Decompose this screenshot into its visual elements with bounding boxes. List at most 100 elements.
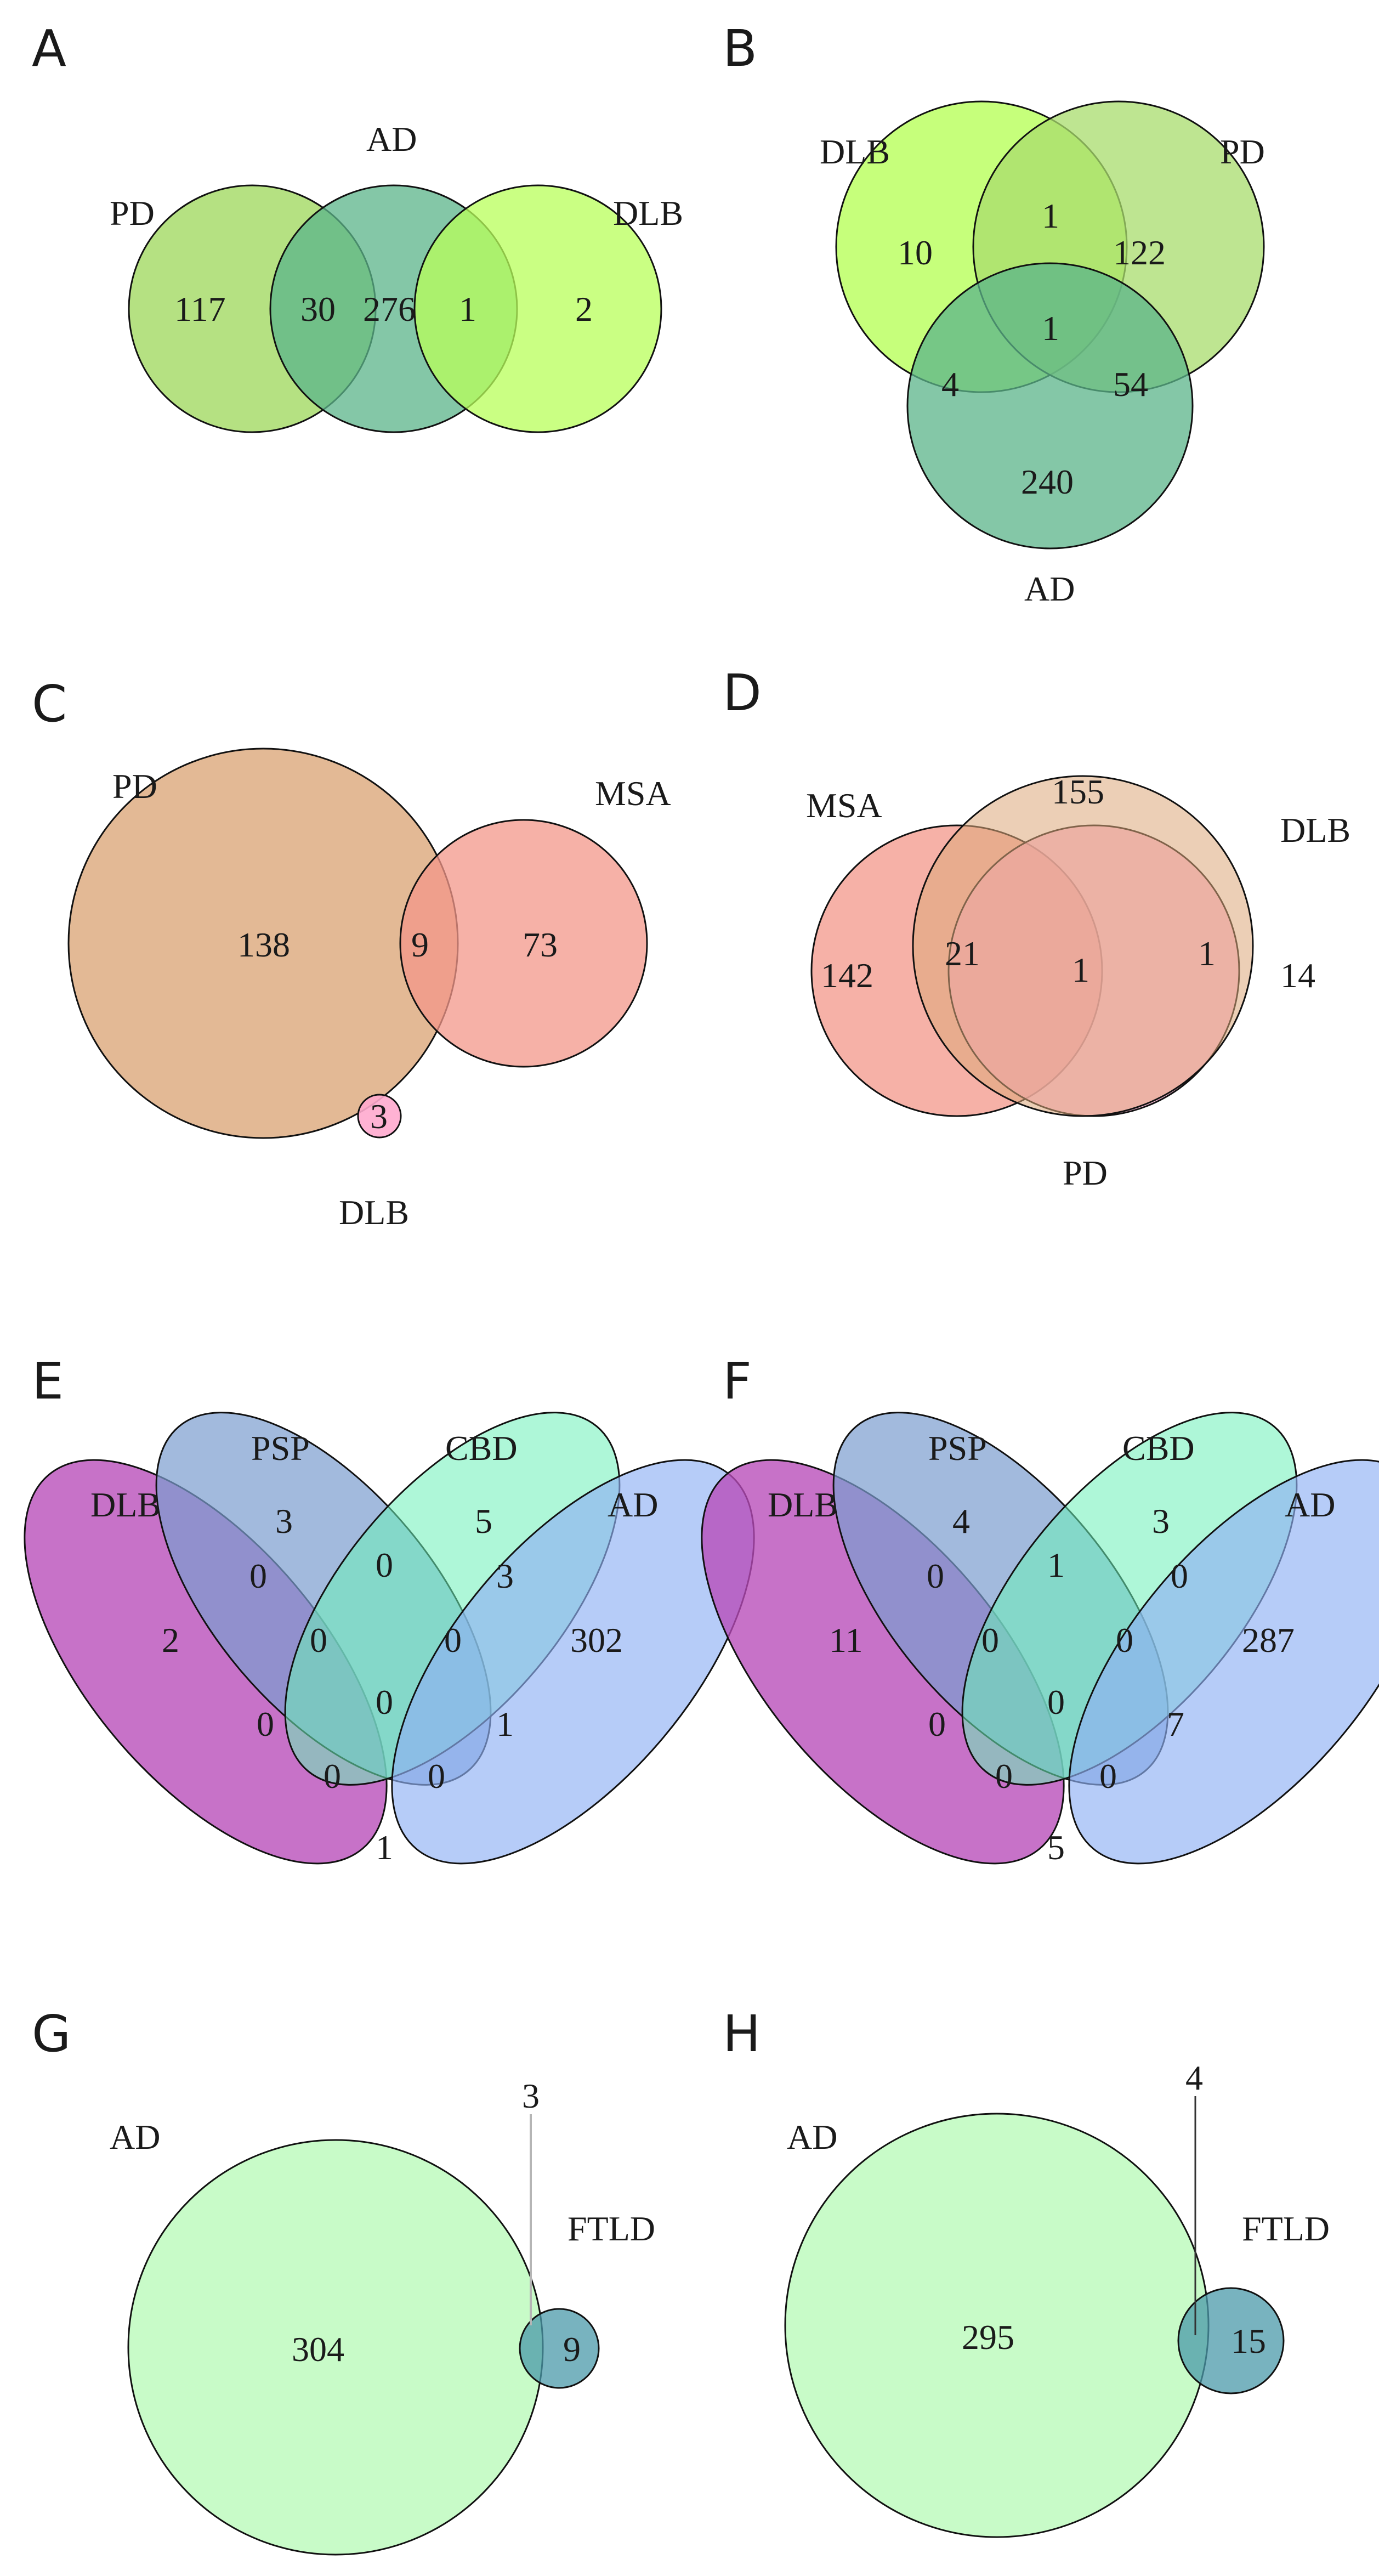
panel-b-label-ad: AD bbox=[1024, 569, 1075, 608]
panel-c-count-pd-only: 138 bbox=[237, 925, 290, 964]
panel-f-count-psp-only: 4 bbox=[952, 1502, 970, 1541]
panel-c-count-msa-only: 73 bbox=[523, 925, 558, 964]
panel-e-label-ad: AD bbox=[608, 1485, 658, 1524]
panel-f-count-all: 0 bbox=[1047, 1683, 1065, 1722]
panel-g-count-overlap: 3 bbox=[522, 2076, 540, 2115]
panel-a-label-ad: AD bbox=[366, 120, 417, 158]
panel-d-count-pd-only: 155 bbox=[1052, 772, 1104, 811]
panel-f-count-psp-cbd-ad: 0 bbox=[1116, 1621, 1133, 1660]
panel-h-count-overlap: 4 bbox=[1185, 2058, 1203, 2097]
panel-f-label-psp: PSP bbox=[928, 1429, 987, 1468]
panel-e-count-psp-cbd-ad: 0 bbox=[444, 1621, 462, 1660]
panel-c-label-pd: PD bbox=[112, 767, 157, 806]
panel-d-letter: D bbox=[723, 664, 762, 722]
panel-d-count-msa-only: 142 bbox=[821, 956, 873, 995]
panel-b-label-dlb: DLB bbox=[820, 132, 890, 171]
panel-f-count-dlb-psp-cbd: 0 bbox=[981, 1621, 999, 1660]
panel-d-count-dlb-only: 14 bbox=[1280, 956, 1315, 995]
panel-g-letter: G bbox=[32, 2005, 71, 2063]
panel-f-label-ad: AD bbox=[1285, 1485, 1335, 1524]
panel-d-count-pd-dlb: 1 bbox=[1198, 934, 1216, 973]
panel-d-label-msa: MSA bbox=[806, 786, 882, 825]
panel-g-count-ad-only: 304 bbox=[292, 2330, 344, 2369]
panel-a-count-pd-only: 117 bbox=[174, 290, 226, 329]
panel-a-label-pd: PD bbox=[110, 194, 155, 233]
panel-e-count-dlb-cbd-ad: 0 bbox=[324, 1757, 341, 1796]
panel-g: G AD FTLD 304 3 9 bbox=[32, 2005, 655, 2556]
panel-a-count-ad-dlb: 1 bbox=[459, 290, 476, 329]
panel-h: H AD FTLD 295 4 15 bbox=[723, 2005, 1330, 2538]
panel-f-count-cbd-only: 3 bbox=[1152, 1502, 1170, 1541]
panel-f-label-dlb: DLB bbox=[768, 1485, 838, 1524]
panel-e-letter: E bbox=[32, 1352, 64, 1411]
panel-b-label-pd: PD bbox=[1220, 132, 1265, 171]
panel-c-label-msa: MSA bbox=[595, 774, 671, 813]
panel-f-count-dlb-cbd: 0 bbox=[928, 1705, 946, 1743]
panel-d: D MSA DLB PD 155 142 21 1 1 14 bbox=[723, 664, 1350, 1192]
panel-e-count-cbd-only: 5 bbox=[475, 1502, 492, 1541]
panel-b-count-ad-only: 240 bbox=[1021, 462, 1074, 501]
panel-f: F DLB PSP CBD AD 4 3 11 287 0 1 0 0 0 0 … bbox=[701, 1352, 1379, 1867]
panel-d-label-pd: PD bbox=[1063, 1153, 1108, 1192]
panel-e-label-psp: PSP bbox=[251, 1429, 310, 1468]
panel-e-count-psp-only: 3 bbox=[275, 1502, 293, 1541]
panel-h-count-ftld-only: 15 bbox=[1231, 2322, 1266, 2360]
panel-b-count-pd-ad: 54 bbox=[1113, 365, 1148, 404]
panel-f-count-dlb-ad: 5 bbox=[1047, 1828, 1065, 1867]
panel-e-count-dlb-cbd: 0 bbox=[257, 1705, 274, 1743]
panel-g-circle-ftld bbox=[519, 2308, 600, 2389]
panel-g-count-ftld-only: 9 bbox=[563, 2330, 581, 2369]
panel-f-ellipse-ad bbox=[1068, 1459, 1379, 1865]
panel-h-letter: H bbox=[723, 2005, 761, 2063]
panel-e-count-dlb-psp-ad: 0 bbox=[428, 1757, 445, 1796]
panel-e-label-dlb: DLB bbox=[90, 1485, 161, 1524]
panel-a-count-ad-only: 276 bbox=[363, 290, 416, 329]
panel-f-count-cbd-ad: 0 bbox=[1171, 1556, 1188, 1595]
panel-d-count-all: 1 bbox=[1072, 950, 1089, 989]
panel-f-count-dlb-only: 11 bbox=[829, 1621, 863, 1660]
panel-b-count-dlb-only: 10 bbox=[898, 233, 933, 272]
panel-b-count-dlb-pd: 1 bbox=[1042, 196, 1059, 235]
panel-e-count-dlb-psp: 0 bbox=[249, 1556, 267, 1595]
panel-f-count-dlb-psp-ad: 0 bbox=[1099, 1757, 1117, 1796]
panel-e-count-psp-ad: 1 bbox=[496, 1705, 514, 1743]
panel-h-circle-ftld bbox=[1177, 2287, 1285, 2394]
panel-c-circle-dlb bbox=[357, 1094, 402, 1139]
panel-d-label-dlb: DLB bbox=[1280, 811, 1350, 850]
panel-e-count-psp-cbd: 0 bbox=[376, 1545, 393, 1584]
panel-f-count-dlb-cbd-ad: 0 bbox=[995, 1757, 1013, 1796]
panel-f-letter: F bbox=[723, 1352, 752, 1411]
panel-c-count-pd-msa: 9 bbox=[411, 925, 429, 964]
panel-f-count-psp-ad: 7 bbox=[1167, 1705, 1184, 1743]
panel-d-count-msa-pd: 21 bbox=[945, 934, 980, 973]
panel-c-count-dlb-only: 3 bbox=[370, 1097, 388, 1136]
panel-h-label-ad: AD bbox=[787, 2118, 837, 2156]
panel-e: E DLB PSP CBD AD 3 5 2 302 0 0 3 0 0 0 0… bbox=[24, 1352, 755, 1867]
panel-c-letter: C bbox=[32, 675, 67, 733]
panel-b-letter: B bbox=[723, 19, 757, 78]
panel-b-count-all: 1 bbox=[1042, 309, 1059, 348]
panel-a: A PD AD DLB 117 30 276 1 2 bbox=[32, 19, 683, 433]
panel-b-count-pd-only: 122 bbox=[1113, 233, 1166, 272]
panel-e-count-dlb-psp-cbd: 0 bbox=[310, 1621, 327, 1660]
panel-e-count-dlb-only: 2 bbox=[162, 1621, 179, 1660]
panel-a-label-dlb: DLB bbox=[613, 194, 683, 233]
panel-c-circle-msa bbox=[399, 819, 648, 1068]
panel-h-count-ad-only: 295 bbox=[962, 2318, 1014, 2357]
panel-e-label-cbd: CBD bbox=[445, 1429, 518, 1468]
panel-a-letter: A bbox=[32, 19, 66, 78]
panel-f-count-psp-cbd: 1 bbox=[1047, 1545, 1065, 1584]
panel-c: C PD MSA DLB 138 9 73 3 bbox=[32, 675, 671, 1232]
panel-d-circle-pd bbox=[912, 775, 1254, 1117]
panel-f-label-cbd: CBD bbox=[1122, 1429, 1195, 1468]
panel-a-count-pd-ad: 30 bbox=[300, 290, 336, 329]
panel-b: B DLB PD AD 10 1 122 1 4 54 240 bbox=[723, 19, 1265, 608]
panel-g-label-ad: AD bbox=[110, 2118, 160, 2156]
panel-f-count-dlb-psp: 0 bbox=[927, 1556, 944, 1595]
panel-h-label-ftld: FTLD bbox=[1242, 2209, 1330, 2248]
panel-g-label-ftld: FTLD bbox=[568, 2209, 655, 2248]
panel-e-count-cbd-ad: 3 bbox=[496, 1556, 514, 1595]
panel-e-count-ad-only: 302 bbox=[570, 1621, 623, 1660]
panel-b-circle-ad bbox=[906, 262, 1194, 550]
